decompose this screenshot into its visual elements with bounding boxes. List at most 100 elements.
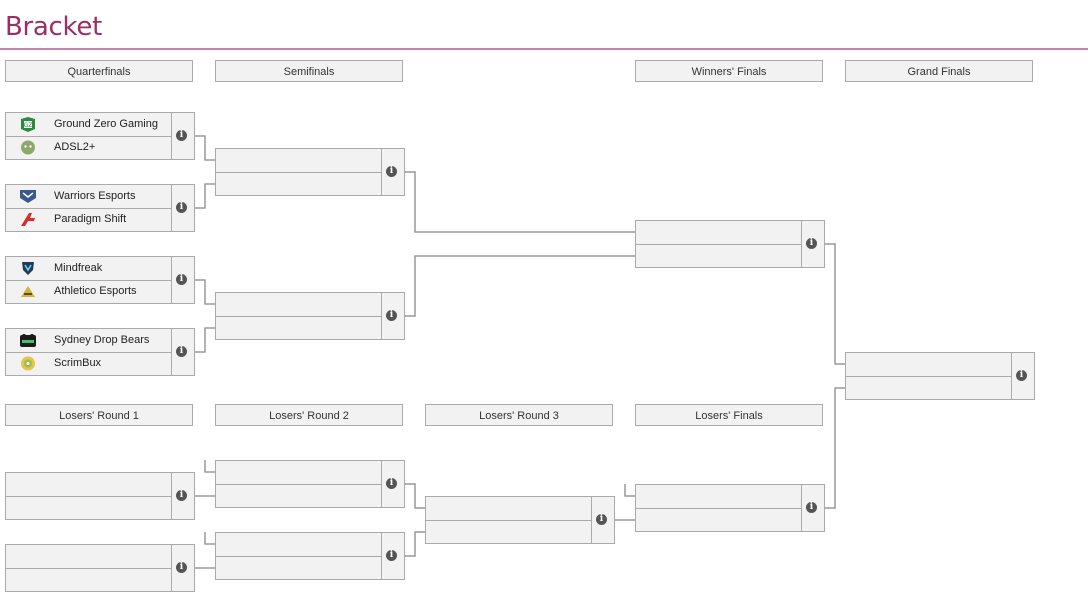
team-slot[interactable]: [426, 497, 592, 521]
team-slot[interactable]: [6, 496, 172, 519]
match-lr2-a[interactable]: i: [215, 460, 405, 508]
team-slot[interactable]: [216, 293, 382, 317]
team-name: ADSL2+: [54, 141, 96, 153]
team-name: Mindfreak: [54, 262, 103, 274]
match-info-cell: i: [381, 461, 404, 507]
match-sf1[interactable]: i: [215, 148, 405, 196]
team-slot[interactable]: [216, 172, 382, 195]
paradigm-shift-logo: [21, 213, 35, 226]
team-slot[interactable]: [216, 149, 382, 173]
team-name: Paradigm Shift: [54, 213, 127, 225]
team-slot[interactable]: [6, 473, 172, 497]
round-header-grand-finals: Grand Finals: [845, 60, 1033, 82]
info-icon[interactable]: i: [176, 202, 187, 213]
match-info-cell: i: [381, 533, 404, 579]
connector-qf1-sf1: [195, 135, 215, 161]
connector-lf-gf: [825, 387, 845, 509]
warriors-esports-logo: [20, 190, 36, 203]
connector-lr2b-lr3: [405, 531, 425, 557]
team-slot[interactable]: ScrimBux: [6, 352, 172, 375]
info-icon[interactable]: i: [386, 550, 397, 561]
team-name: ScrimBux: [54, 357, 102, 369]
match-qf2[interactable]: Warriors Esports Paradigm Shift i: [5, 184, 195, 232]
info-icon[interactable]: i: [176, 490, 187, 501]
match-info-cell: i: [171, 545, 194, 591]
team-slot[interactable]: Athletico Esports: [6, 280, 172, 303]
match-grand-finals[interactable]: i: [845, 352, 1035, 400]
team-slot[interactable]: [216, 533, 382, 557]
round-header-losers-round-2: Losers' Round 2: [215, 404, 403, 426]
team-slot[interactable]: Warriors Esports: [6, 185, 172, 209]
ground-zero-gaming-logo: GZ: [21, 117, 35, 132]
team-slot[interactable]: [846, 376, 1012, 399]
page-title: Bracket: [5, 12, 102, 42]
match-info-cell: i: [801, 221, 824, 267]
match-info-cell: i: [381, 149, 404, 195]
match-qf4[interactable]: Sydney Drop Bears ScrimBux i: [5, 328, 195, 376]
team-slot[interactable]: Sydney Drop Bears: [6, 329, 172, 353]
round-header-semifinals: Semifinals: [215, 60, 403, 82]
info-icon[interactable]: i: [596, 514, 607, 525]
info-icon[interactable]: i: [806, 238, 817, 249]
team-slot[interactable]: [6, 568, 172, 591]
info-icon[interactable]: i: [1016, 370, 1027, 381]
match-qf3[interactable]: Mindfreak Athletico Esports i: [5, 256, 195, 304]
adsl2-logo: [21, 140, 35, 155]
round-header-losers-finals: Losers' Finals: [635, 404, 823, 426]
match-info-cell: i: [1011, 353, 1034, 399]
connector-lr2a-lr3: [405, 483, 425, 509]
team-name: Athletico Esports: [54, 285, 137, 297]
info-icon[interactable]: i: [386, 310, 397, 321]
team-name: Sydney Drop Bears: [54, 334, 150, 346]
match-lr1-a[interactable]: i: [5, 472, 195, 520]
connector-sf1-wf: [405, 171, 635, 233]
match-info-cell: i: [171, 185, 194, 231]
team-slot[interactable]: [6, 545, 172, 569]
title-divider: [0, 48, 1088, 50]
match-lr1-b[interactable]: i: [5, 544, 195, 592]
team-slot[interactable]: [636, 485, 802, 509]
match-qf1[interactable]: GZ Ground Zero Gaming ADSL2+ i: [5, 112, 195, 160]
info-icon[interactable]: i: [176, 562, 187, 573]
team-slot[interactable]: [216, 316, 382, 339]
connector-lr1b-lr2b-stub: [204, 532, 215, 545]
round-header-losers-round-3: Losers' Round 3: [425, 404, 613, 426]
match-losers-finals[interactable]: i: [635, 484, 825, 532]
scrimbux-logo: [21, 356, 35, 371]
match-info-cell: i: [801, 485, 824, 531]
match-info-cell: i: [381, 293, 404, 339]
sydney-drop-bears-logo: [20, 334, 36, 347]
match-info-cell: i: [171, 257, 194, 303]
team-slot[interactable]: [636, 508, 802, 531]
team-slot[interactable]: [846, 353, 1012, 377]
round-header-winners-finals: Winners' Finals: [635, 60, 823, 82]
team-slot[interactable]: Mindfreak: [6, 257, 172, 281]
team-slot[interactable]: [636, 244, 802, 267]
match-winners-finals[interactable]: i: [635, 220, 825, 268]
team-slot[interactable]: ADSL2+: [6, 136, 172, 159]
info-icon[interactable]: i: [176, 130, 187, 141]
connector-lr1a-lr2a-stub: [204, 460, 215, 473]
team-slot[interactable]: GZ Ground Zero Gaming: [6, 113, 172, 137]
team-slot[interactable]: [426, 520, 592, 543]
svg-text:GZ: GZ: [24, 122, 33, 129]
team-slot[interactable]: [216, 484, 382, 507]
match-lr2-b[interactable]: i: [215, 532, 405, 580]
team-slot[interactable]: [216, 556, 382, 579]
team-slot[interactable]: [216, 461, 382, 485]
team-slot[interactable]: [636, 221, 802, 245]
match-info-cell: i: [591, 497, 614, 543]
info-icon[interactable]: i: [806, 502, 817, 513]
info-icon[interactable]: i: [386, 166, 397, 177]
team-slot[interactable]: Paradigm Shift: [6, 208, 172, 231]
match-sf2[interactable]: i: [215, 292, 405, 340]
team-name: Warriors Esports: [54, 190, 136, 202]
connector-lf-stub: [624, 484, 635, 497]
connector-qf2-sf1: [195, 183, 215, 209]
info-icon[interactable]: i: [176, 274, 187, 285]
match-info-cell: i: [171, 329, 194, 375]
match-lr3[interactable]: i: [425, 496, 615, 544]
info-icon[interactable]: i: [386, 478, 397, 489]
info-icon[interactable]: i: [176, 346, 187, 357]
